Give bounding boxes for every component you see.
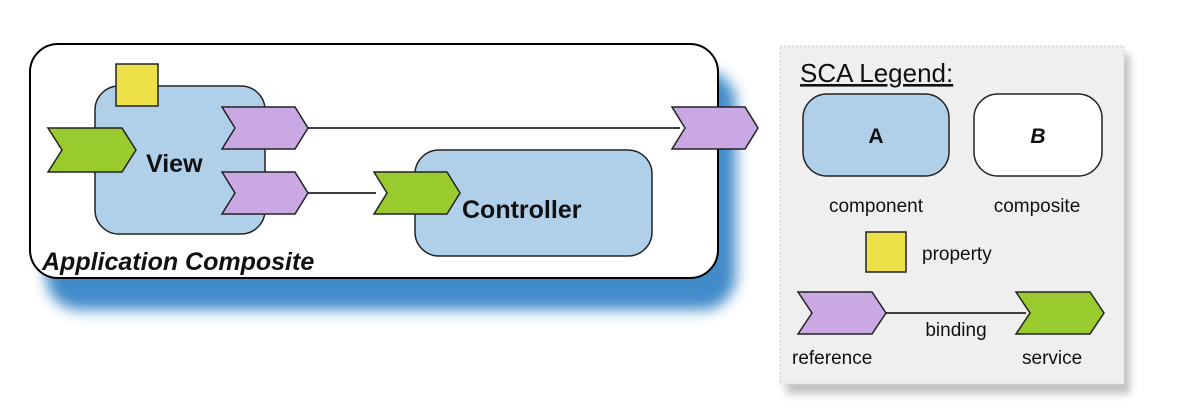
controller-service-chevron [372,171,461,215]
view-component: View [46,63,309,235]
composite-reference-chevron [670,106,759,150]
legend-binding-caption: binding [925,320,986,341]
view-property-square [115,63,159,107]
legend-property-square [865,231,907,273]
sca-legend: SCA Legend: A component B composite prop… [779,45,1130,394]
view-reference-chevron-bottom [220,171,309,215]
view-label: View [146,150,203,178]
composite-title: Application Composite [41,248,314,276]
legend-component-caption: component [829,196,924,217]
controller-component: Controller [372,149,653,257]
legend-reference-chevron [796,291,887,335]
legend-reference-caption: reference [792,348,872,369]
legend-component-box [802,93,950,177]
legend-service-caption: service [1022,348,1082,369]
legend-property-caption: property [922,244,992,265]
view-service-chevron [46,127,137,173]
legend-service-chevron [1014,291,1105,335]
legend-component-letter: A [868,125,883,148]
legend-composite-letter: B [1030,125,1045,148]
application-composite: View Controller Application Composite [29,43,759,310]
legend-composite-box [973,93,1103,177]
view-reference-chevron-top [220,106,309,150]
controller-label: Controller [462,196,582,224]
legend-title: SCA Legend: [800,58,953,88]
legend-composite-caption: composite [994,196,1081,217]
